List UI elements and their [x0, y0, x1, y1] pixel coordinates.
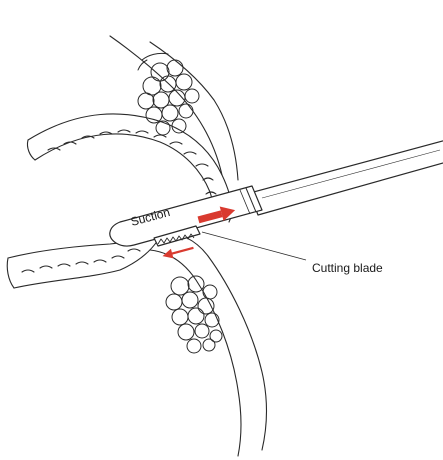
- shaver-instrument: [110, 139, 443, 246]
- cutting-blade-label: Cutting blade: [312, 261, 383, 275]
- instrument-shaft: [250, 139, 443, 215]
- arrow-left-icon: [161, 243, 194, 261]
- lower-tissue-fold: [7, 228, 266, 456]
- cutting-blade-leader-line: [202, 232, 306, 260]
- lower-gland-cluster: [166, 276, 222, 353]
- upper-tissue-fold: [27, 36, 238, 222]
- upper-gland-cluster: [138, 53, 199, 135]
